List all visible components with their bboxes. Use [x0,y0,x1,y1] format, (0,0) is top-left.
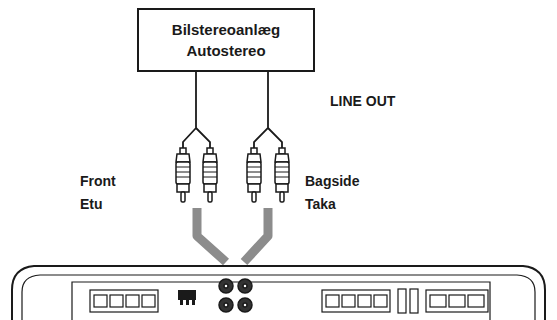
rca-plug [247,148,261,202]
wire [268,128,282,148]
amplifier-panel [72,282,490,320]
guide-band [197,208,226,262]
amplifier-panel [22,275,535,320]
wire [254,72,268,148]
switch [178,290,196,305]
terminal-block [322,289,488,313]
stereo-box: Bilstereoanlæg Autostereo [137,8,315,72]
signal-label: Front [80,172,116,190]
rca-plug [176,148,190,202]
signal-label: Bagside [305,172,359,190]
wire [196,128,210,148]
box-text: Bilstereoanlæg Autostereo [153,19,299,61]
signal-label: Taka [305,195,336,213]
signal-label: Etu [80,195,103,213]
guide-band [244,208,268,262]
signal-label: LINE OUT [330,92,395,110]
terminal-block [90,290,158,312]
rca-plug [203,148,217,202]
rca-jack [219,279,252,312]
wire [183,72,282,148]
amplifier-housing [12,266,545,320]
rca-plug [275,148,289,202]
wire [183,72,196,148]
